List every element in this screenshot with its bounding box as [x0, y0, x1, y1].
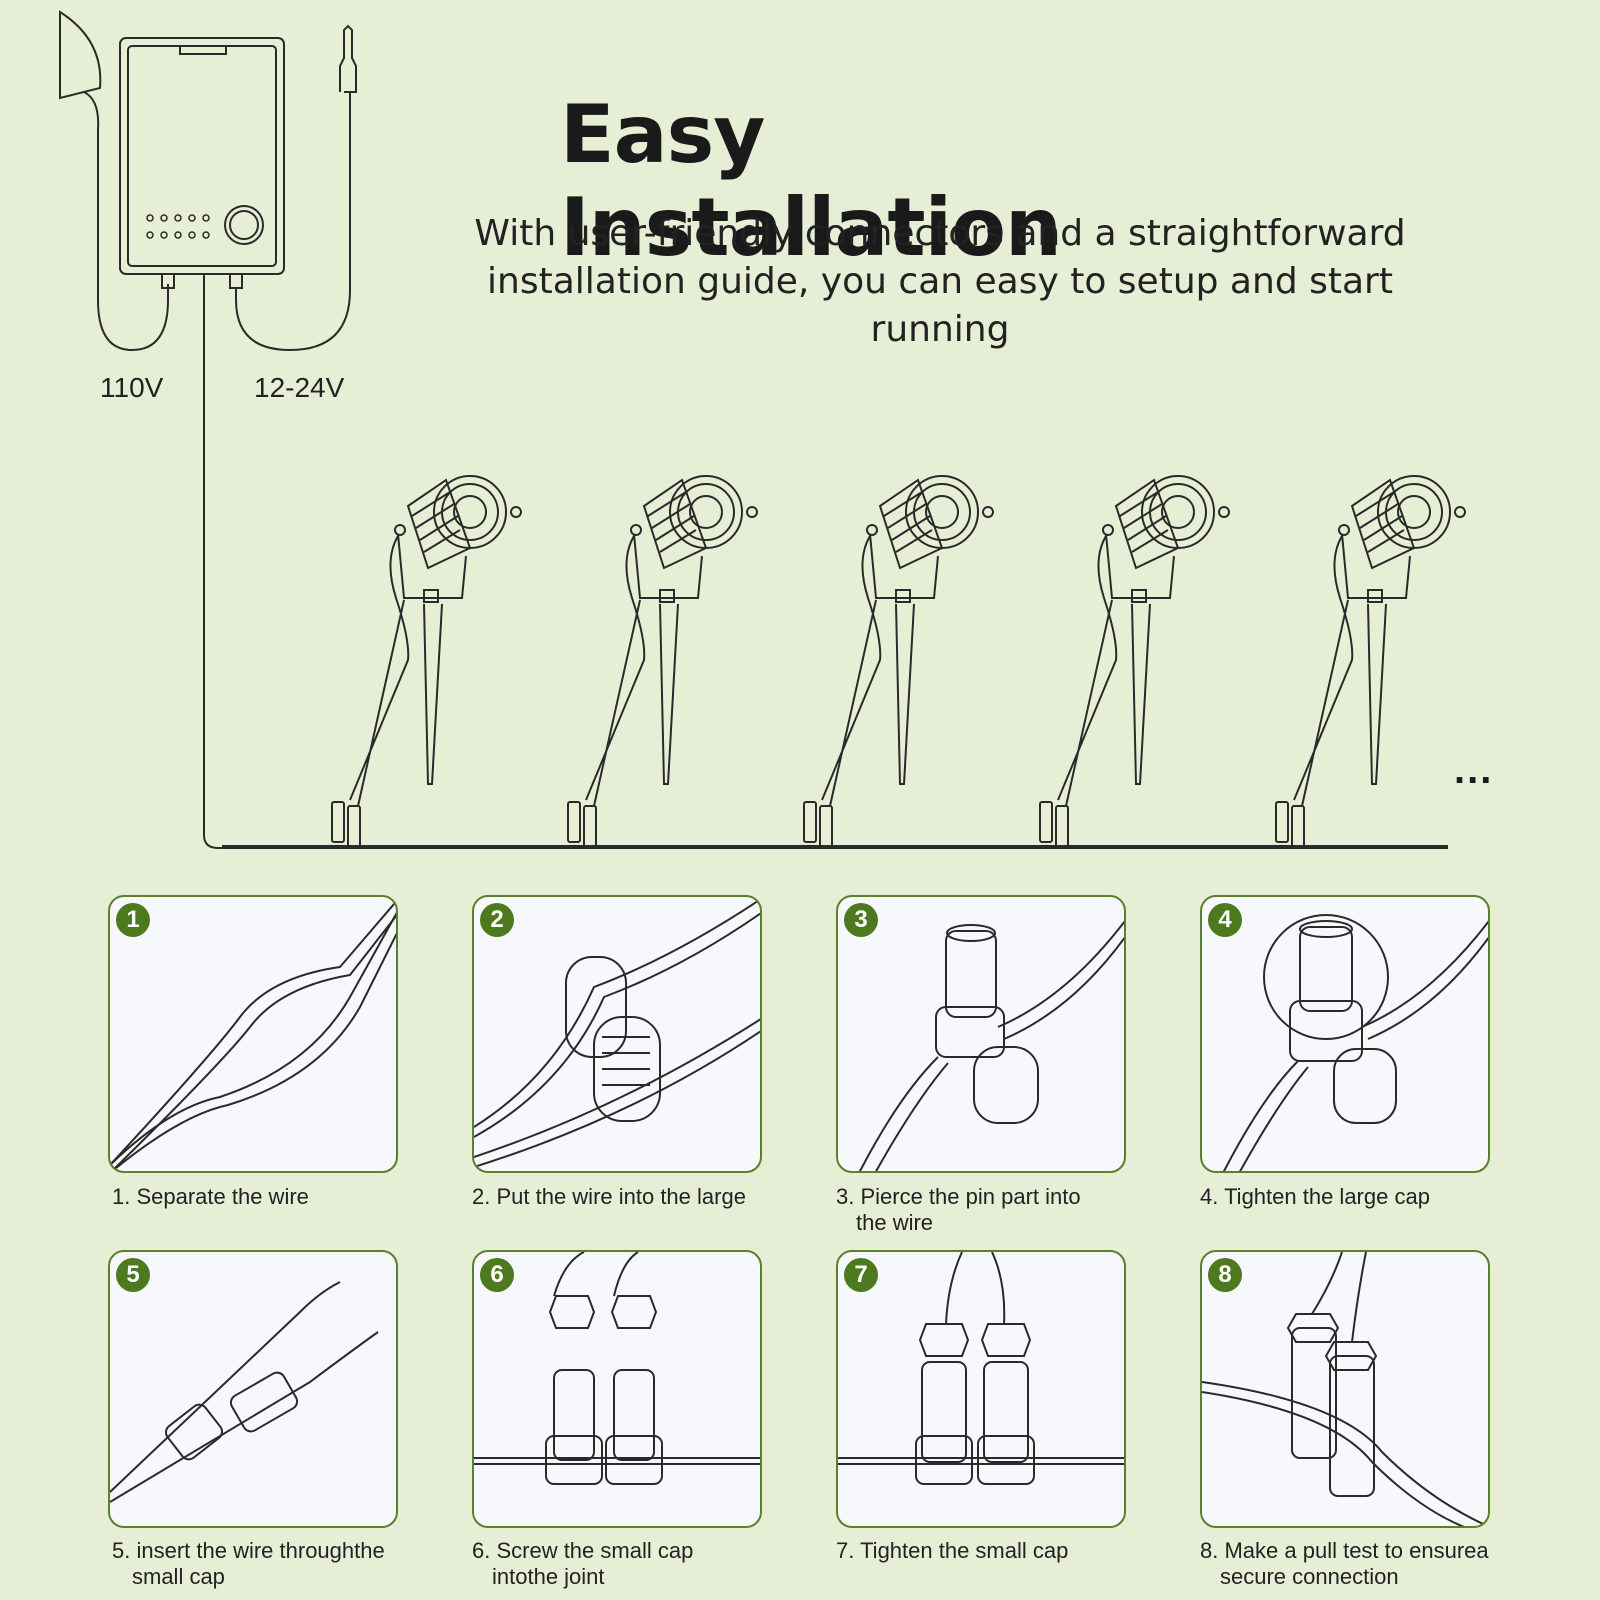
plug-icon — [59, 10, 102, 100]
step-1-caption: 1. Separate the wire — [112, 1184, 432, 1210]
step-8-badge: 8 — [1208, 1258, 1242, 1292]
step-3-badge: 3 — [844, 903, 878, 937]
step-4-caption-line1: 4. Tighten the large cap — [1200, 1184, 1430, 1209]
step-3-caption-line2: the wire — [856, 1210, 934, 1235]
step-7-caption-line1: 7. Tighten the small cap — [836, 1538, 1069, 1563]
power-adapter-icon — [119, 37, 285, 275]
page-subtitle: With user-friendly connectors and a stra… — [420, 210, 1460, 354]
spotlight-icon — [331, 475, 522, 849]
lighting-layout-diagram — [59, 10, 1466, 849]
step-3-caption-line1: 3. Pierce the pin part into — [836, 1184, 1081, 1209]
pin-pierce-illustration — [858, 920, 1124, 1171]
step-8-panel: 8 — [1200, 1250, 1490, 1528]
subtitle-line-2: installation guide, you can easy to setu… — [487, 261, 1393, 350]
wire-through-cap-illustration — [110, 1281, 379, 1503]
page-title: Easy Installation — [560, 88, 1062, 274]
tighten-cap-illustration — [1222, 914, 1488, 1171]
step-2-caption: 2. Put the wire into the large — [472, 1184, 792, 1210]
step-2-badge: 2 — [480, 903, 514, 937]
connector-insert-illustration — [474, 898, 760, 1168]
step-6-caption-line2: intothe joint — [492, 1564, 605, 1589]
step-6-caption: 6. Screw the small cap intothe joint — [472, 1538, 792, 1590]
screw-cap-illustration — [474, 1252, 760, 1485]
step-5-caption-line2: small cap — [132, 1564, 225, 1589]
step-7-panel: 7 — [836, 1250, 1126, 1528]
step-6-caption-line1: 6. Screw the small cap — [472, 1538, 694, 1563]
step-1-caption-line1: 1. Separate the wire — [112, 1184, 309, 1209]
step-7-badge: 7 — [844, 1258, 878, 1292]
step-8-caption: 8. Make a pull test to ensurea secure co… — [1200, 1538, 1520, 1590]
wire-split-illustration — [110, 900, 396, 1171]
tighten-small-cap-illustration — [838, 1252, 1124, 1485]
subtitle-line-1: With user-friendly connectors and a stra… — [474, 213, 1406, 254]
step-3-caption: 3. Pierce the pin part into the wire — [836, 1184, 1156, 1236]
step-4-badge: 4 — [1208, 903, 1242, 937]
step-2-caption-line1: 2. Put the wire into the large — [472, 1184, 746, 1209]
step-3-panel: 3 — [836, 895, 1126, 1173]
step-8-caption-line1: 8. Make a pull test to ensurea — [1200, 1538, 1489, 1563]
more-lights-ellipsis: ... — [1454, 748, 1494, 792]
label-110v: 110V — [100, 372, 164, 403]
label-12-24v: 12-24V — [254, 372, 345, 403]
step-1-panel: 1 — [108, 895, 398, 1173]
step-2-panel: 2 — [472, 895, 762, 1173]
step-8-caption-line2: secure connection — [1220, 1564, 1399, 1589]
step-4-panel: 4 — [1200, 895, 1490, 1173]
step-5-badge: 5 — [116, 1258, 150, 1292]
step-4-caption: 4. Tighten the large cap — [1200, 1184, 1520, 1210]
step-7-caption: 7. Tighten the small cap — [836, 1538, 1156, 1564]
step-5-panel: 5 — [108, 1250, 398, 1528]
step-1-badge: 1 — [116, 903, 150, 937]
jack-icon — [339, 24, 357, 93]
step-6-badge: 6 — [480, 1258, 514, 1292]
step-6-panel: 6 — [472, 1250, 762, 1528]
pull-test-illustration — [1202, 1252, 1488, 1526]
step-5-caption: 5. insert the wire throughthe small cap — [112, 1538, 432, 1590]
step-5-caption-line1: 5. insert the wire throughthe — [112, 1538, 385, 1563]
